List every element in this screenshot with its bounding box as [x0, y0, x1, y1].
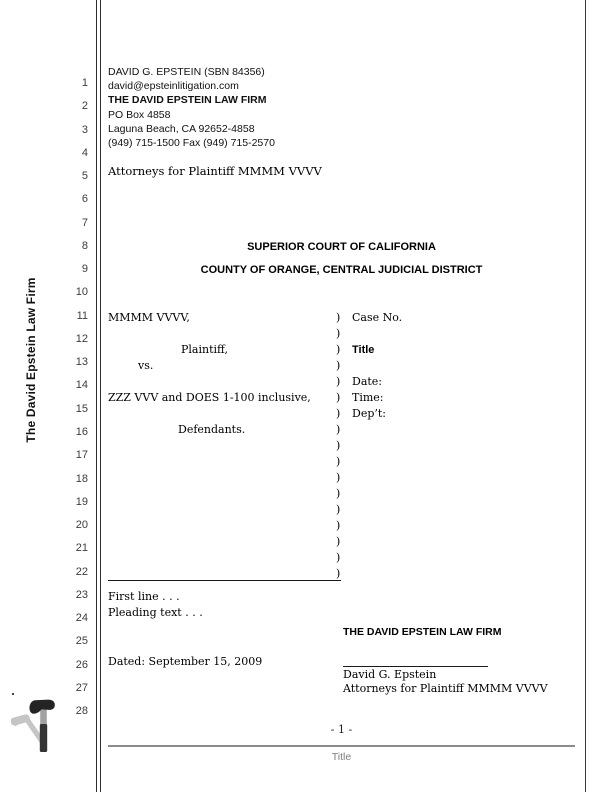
line-number: 8 — [81, 239, 88, 252]
caption-paren-column: ))))))))))))))))) — [336, 310, 348, 582]
signer-title: Attorneys for Plaintiff MMMM VVVV — [343, 681, 548, 695]
line-number: 28 — [75, 705, 88, 718]
caption-paren: ) — [336, 375, 341, 388]
attorney-info-line: Laguna Beach, CA 92652-4858 — [108, 122, 255, 135]
firm-name-vertical: The David Epstein Law Firm — [24, 277, 38, 443]
caption-party-line — [108, 406, 334, 422]
attorney-info-line: DAVID G. EPSTEIN (SBN 84356) — [108, 66, 265, 78]
line-number: 9 — [81, 263, 88, 276]
hammer-shadow — [10, 714, 44, 743]
caption-party-line — [108, 326, 334, 342]
page-number: - 1 - — [330, 723, 353, 736]
caption-paren: ) — [336, 391, 341, 404]
line-number: 1 — [81, 77, 88, 89]
caption-paren: ) — [336, 327, 341, 340]
attorney-info-line: (949) 715-1500 Fax (949) 715-2570 — [108, 137, 275, 150]
dated-line: Dated: September 15, 2009 — [108, 655, 263, 668]
caption-paren: ) — [336, 519, 341, 532]
line-number: 16 — [75, 425, 88, 438]
caption-paren: ) — [336, 343, 341, 356]
pleading-body: First line . . . Pleading text . . . — [108, 589, 203, 621]
hammer-icon — [10, 699, 55, 752]
line-number: 2 — [81, 100, 88, 113]
caption-paren: ) — [336, 535, 341, 548]
line-number: 3 — [81, 123, 88, 136]
signature-firm-name: THE DAVID EPSTEIN LAW FIRM — [343, 626, 502, 638]
line-number: 7 — [81, 216, 88, 229]
caption-party-line: Defendants. — [178, 423, 246, 436]
pleading-body-line: First line . . . — [108, 590, 180, 603]
caption-info-line: Time: — [352, 391, 384, 404]
line-number: 19 — [75, 495, 88, 508]
caption-parties-column: MMMM VVVV, Plaintiff, vs. ZZZ VVV and DOES … — [108, 310, 334, 438]
caption-paren: ) — [336, 503, 341, 516]
pleading-body-line: Pleading text . . . — [108, 606, 203, 619]
line-number: 15 — [75, 402, 88, 415]
caption-paren: ) — [336, 311, 341, 324]
caption-paren: ) — [336, 407, 341, 420]
caption-info-line: Date: — [352, 375, 383, 388]
caption-party-line: ZZZ VVV and DOES 1-100 inclusive, — [108, 391, 311, 404]
signer-name: David G. Epstein — [343, 668, 437, 681]
line-number: 22 — [75, 565, 88, 578]
footer-rule — [108, 745, 575, 747]
line-number: 20 — [75, 519, 88, 532]
line-number: 12 — [75, 332, 88, 345]
line-number: 18 — [75, 472, 88, 485]
caption-info-line: Title — [352, 344, 375, 356]
line-number: 23 — [75, 588, 88, 601]
caption-paren: ) — [336, 471, 341, 484]
line-number: 13 — [75, 356, 88, 369]
caption-paren: ) — [336, 359, 341, 372]
line-number: 21 — [75, 542, 88, 555]
caption-paren: ) — [336, 567, 341, 580]
signature-block: David G. Epstein Attorneys for Plaintiff… — [343, 668, 548, 696]
caption-paren: ) — [336, 439, 341, 452]
line-number: 10 — [75, 286, 88, 299]
attorney-info-block: DAVID G. EPSTEIN (SBN 84356) david@epstei… — [108, 65, 438, 150]
caption-info-line — [352, 326, 482, 342]
caption-paren: ) — [336, 487, 341, 500]
line-number: 4 — [81, 146, 88, 159]
caption-party-line: vs. — [138, 359, 154, 372]
line-number: 25 — [75, 635, 88, 648]
attorney-info-line: david@epsteinlitigation.com — [108, 80, 239, 93]
line-number: 6 — [81, 193, 88, 206]
line-number: 17 — [75, 449, 88, 462]
court-name: SUPERIOR COURT OF CALIFORNIA — [247, 241, 436, 253]
line-number: 14 — [75, 379, 88, 392]
caption-party-line — [108, 374, 334, 390]
caption-info-line — [352, 358, 482, 374]
caption-party-line: Plaintiff, — [181, 343, 228, 356]
caption-info-line: Dep’t: — [352, 407, 386, 420]
line-number: 27 — [75, 681, 88, 694]
attorney-info-line: THE DAVID EPSTEIN LAW FIRM — [108, 94, 267, 107]
line-number: 24 — [75, 612, 88, 625]
caption-paren: ) — [336, 423, 341, 436]
signature-line — [343, 666, 488, 667]
attorney-info-line: PO Box 4858 — [108, 108, 171, 121]
line-number: 26 — [75, 658, 88, 671]
line-number: 11 — [76, 309, 88, 322]
hammer-body — [29, 699, 55, 752]
court-district: COUNTY OF ORANGE, CENTRAL JUDICIAL DISTR… — [200, 264, 483, 276]
left-margin-rule-inner — [100, 0, 101, 792]
line-number: 5 — [81, 170, 88, 183]
caption-info-line: Case No. — [352, 311, 403, 324]
caption-party-line: MMMM VVVV, — [108, 311, 190, 324]
attorneys-for-line: Attorneys for Plaintiff MMMM VVVV — [108, 164, 322, 178]
caption-underline — [108, 580, 341, 581]
left-margin-rule-outer — [96, 0, 97, 792]
caption-paren: ) — [336, 551, 341, 564]
right-margin-rule — [585, 0, 586, 792]
dot-mark — [12, 693, 14, 695]
caption-paren: ) — [336, 455, 341, 468]
footer-doc-title: Title — [331, 751, 352, 763]
